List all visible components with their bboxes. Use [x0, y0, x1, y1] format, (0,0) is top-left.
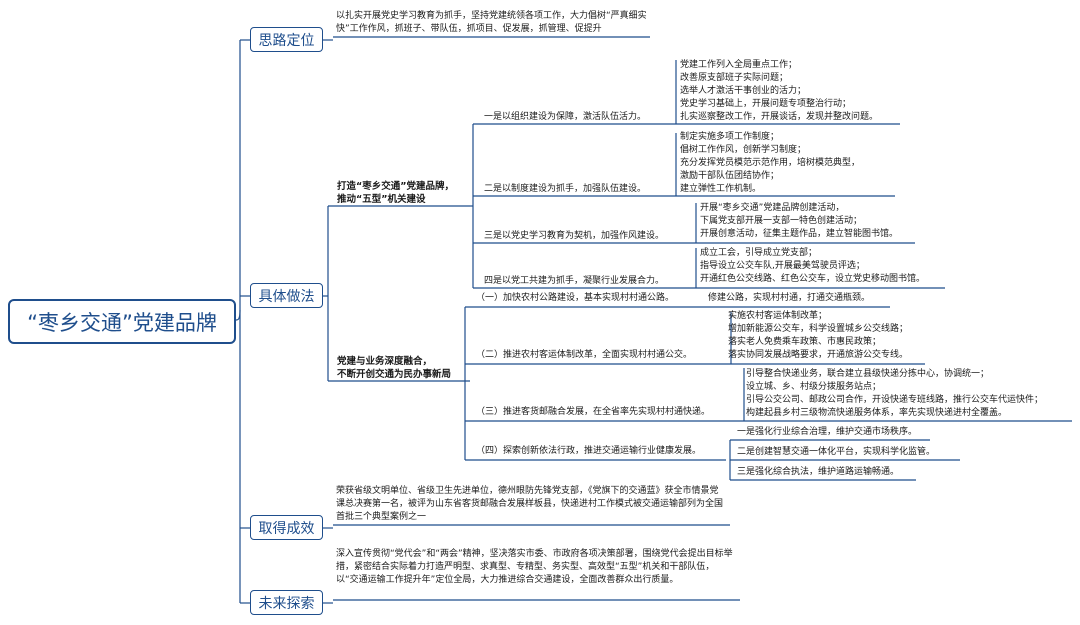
group1-item-4: 四是以党工共建为抓手，凝聚行业发展合力。 [484, 276, 665, 286]
g1i1-detail-5: 扎实巡察整改工作，开展谈话，发现并整改问题。 [680, 112, 879, 122]
g2i1-detail-1: 修建公路，实现村村通，打通交通瓶颈。 [708, 293, 871, 303]
silu-text: 以扎实开展党史学习教育为抓手，坚持党建统领各项工作，大力倡树“严真细实快”工作作… [336, 11, 647, 35]
g2i3-detail-3: 引导公交公司、邮政公司合作，开设快递专班线路，推行公交车代运快件； [746, 395, 1044, 405]
branch-tansuo-label: 未来探索 [258, 595, 315, 612]
g1i1-detail-1: 党建工作列入全局重点工作； [680, 60, 798, 70]
g1i2-detail-3: 充分发挥党员模范示范作用，培树模范典型， [680, 158, 861, 168]
g2i2-detail-1: 实施农村客运体制改革； [728, 311, 828, 321]
g1i4-detail-2: 指导设立公交车队,开展最美驾驶员评选； [700, 261, 865, 271]
g1i2-detail-5: 建立弹性工作机制。 [680, 184, 762, 194]
g1i3-detail-3: 开展创意活动，征集主题作品，建立智能图书馆。 [700, 229, 899, 239]
g1i1-detail-3: 选举人才激活干事创业的活力； [680, 86, 807, 96]
branch-silu-label: 思路定位 [258, 32, 315, 49]
g2i2-detail-2: 增加新能源公交车，科学设置城乡公交线路； [728, 324, 909, 334]
root-label: “枣乡交通”党建品牌 [27, 310, 217, 335]
g1i4-detail-1: 成立工会，引导成立党支部； [700, 248, 818, 258]
g2i2-detail-4: 落实协同发展战略要求，开通旅游公交专线。 [728, 350, 909, 360]
g2i4-detail-3: 三是强化综合执法，维护道路运输畅通。 [737, 467, 900, 477]
g2i2-detail-3: 落实老人免费乘车政策、市惠民政策； [728, 337, 882, 347]
group2-label-line1: 党建与业务深度融合， [337, 356, 433, 367]
group2-label-line2: 不断开创交通为民办事新局 [337, 369, 452, 380]
branch-silu-node[interactable]: 思路定位 [250, 27, 323, 52]
branch-chengxiao-label: 取得成效 [258, 520, 315, 537]
g1i1-detail-4: 党史学习基础上，开展问题专项整治行动； [680, 99, 852, 109]
branch-chengxiao-node[interactable]: 取得成效 [250, 515, 323, 540]
group1-item-3: 三是以党史学习教育为契机，加强作风建设。 [484, 231, 665, 241]
g1i2-detail-4: 激励干部队伍团结协作； [680, 171, 780, 181]
g2i3-detail-4: 构建起县乡村三级物流快递服务体系，率先实现快递进村全覆盖。 [746, 408, 1008, 418]
g2i4-detail-1: 一是强化行业综合治理，维护交通市场秩序。 [737, 427, 918, 437]
group1-label-line1: 打造“枣乡交通”党建品牌， [337, 181, 454, 192]
group2-item-2: （二）推进农村客运体制改革，全面实现村村通公交。 [476, 350, 693, 360]
group1-item-2: 二是以制度建设为抓手，加强队伍建设。 [484, 184, 647, 194]
group2-item-3: （三）推进客货邮融合发展，在全省率先实现村村通快递。 [476, 407, 711, 417]
branch-tansuo-node[interactable]: 未来探索 [250, 590, 323, 615]
g2i4-detail-2: 二是创建智慧交通一体化平台，实现科学化监管。 [737, 447, 936, 457]
g2i3-detail-1: 引导整合快递业务，联合建立县级快递分拣中心，协调统一； [746, 369, 990, 379]
g1i1-detail-2: 改善原支部班子实际问题； [680, 73, 789, 83]
g1i3-detail-2: 下属党支部开展一支部一特色创建活动； [700, 216, 863, 226]
group1-label-line2: 推动“五型”机关建设 [337, 194, 426, 205]
group2-item-4: （四）探索创新依法行政，推进交通运输行业健康发展。 [476, 446, 702, 456]
g1i4-detail-3: 开通红色公交线路、红色公交车，设立党史移动图书馆。 [700, 274, 926, 284]
g2i3-detail-2: 设立城、乡、村级分拨服务站点； [746, 382, 882, 392]
g1i2-detail-2: 倡树工作作风，创新学习制度； [680, 145, 807, 155]
g1i3-detail-1: 开展“枣乡交通”党建品牌创建活动， [700, 203, 845, 213]
branch-zuofa-label: 具体做法 [258, 288, 315, 305]
root-node[interactable]: “枣乡交通”党建品牌 [8, 299, 236, 344]
chengxiao-text: 荣获省级文明单位、省级卫生先进单位，德州眼防先锋党支部，《党旗下的交通蓝》获全市… [336, 486, 724, 523]
tansuo-text: 深入宣传贯彻“党代会”和“两会”精神，坚决落实市委、市政府各项决策部署，围绕党代… [336, 549, 733, 586]
branch-zuofa-node[interactable]: 具体做法 [250, 283, 323, 308]
group1-item-1: 一是以组织建设为保障，激活队伍活力。 [484, 112, 647, 122]
g1i2-detail-1: 制定实施多项工作制度； [680, 132, 780, 142]
group2-item-1: （一）加快农村公路建设，基本实现村村通公路。 [476, 293, 675, 303]
